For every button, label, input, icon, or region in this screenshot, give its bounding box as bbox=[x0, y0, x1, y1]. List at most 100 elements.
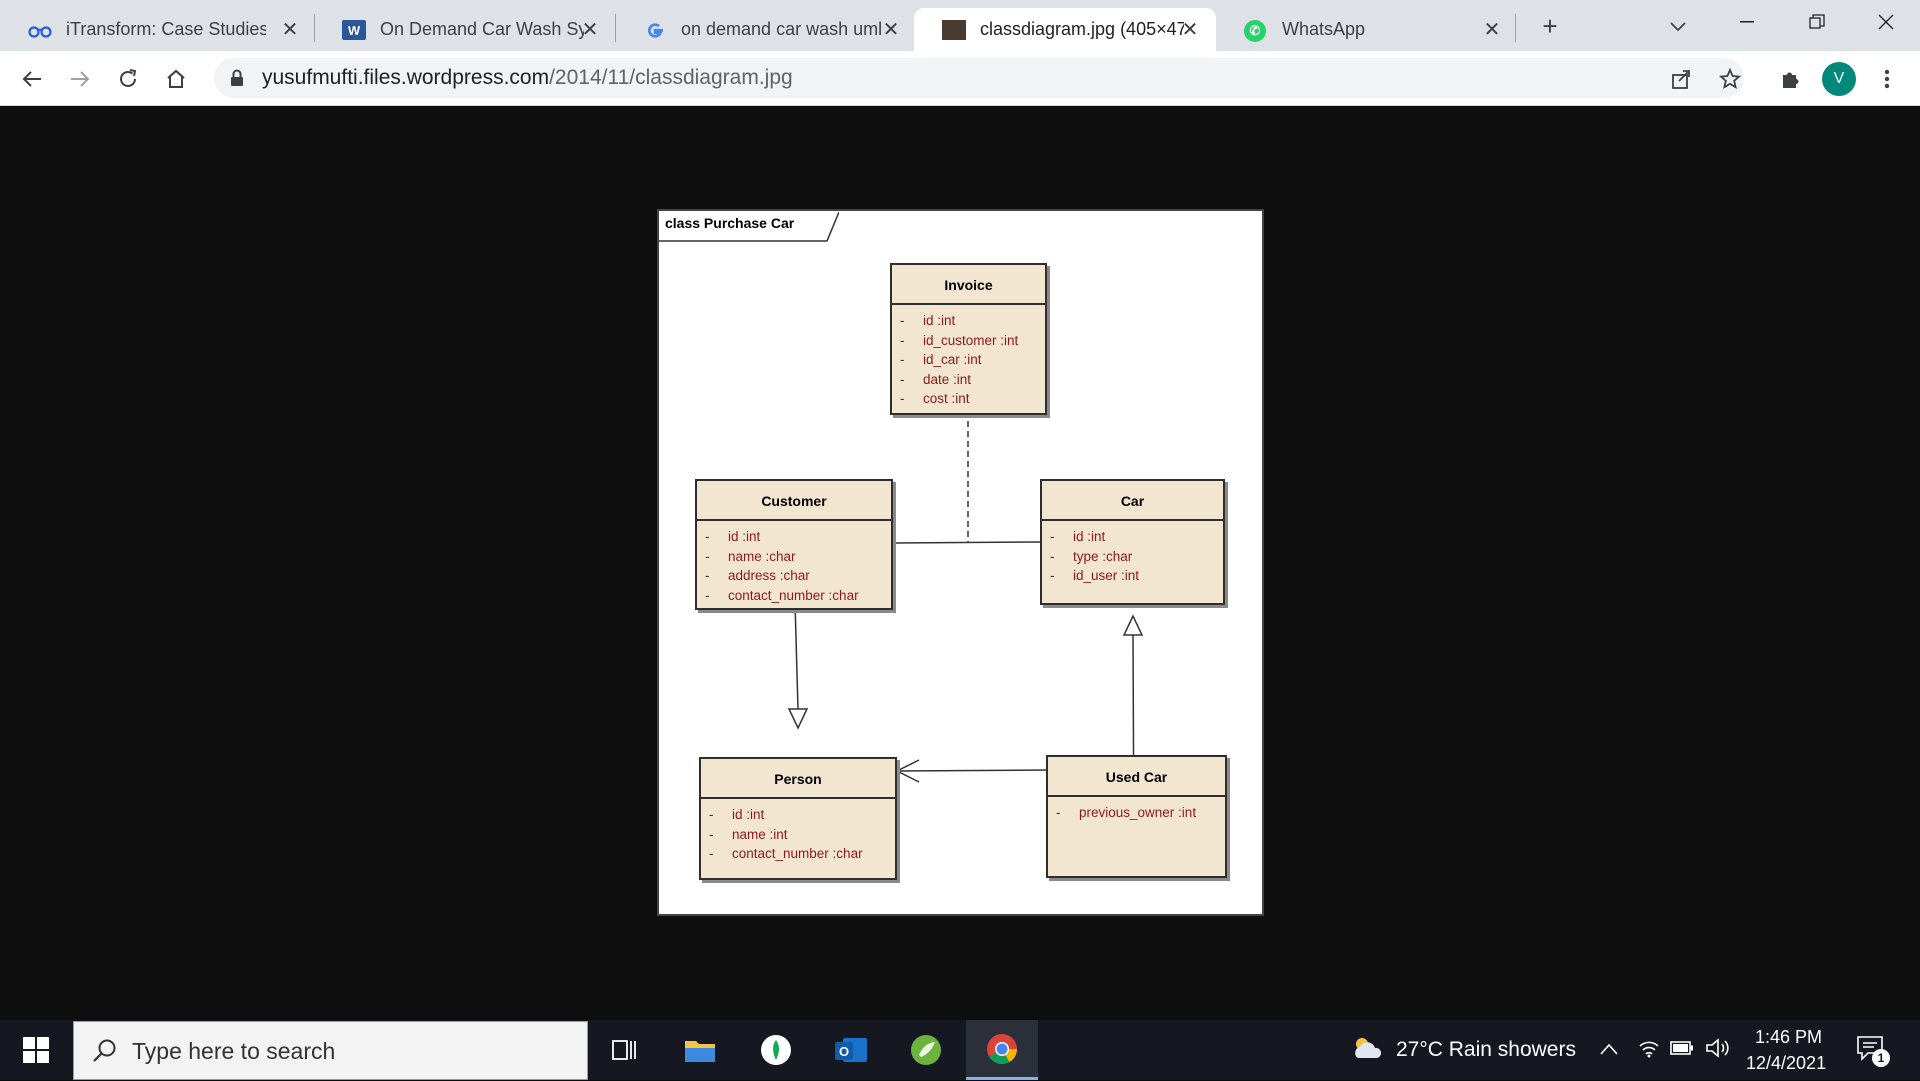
class-attribute: id :int bbox=[697, 527, 891, 547]
file-explorer-icon[interactable] bbox=[664, 1020, 736, 1080]
volume-icon[interactable] bbox=[1705, 1038, 1731, 1063]
tab-title: On Demand Car Wash Sys bbox=[380, 19, 584, 39]
class-diagram-image[interactable]: class Purchase Car Invoice id :int id_cu… bbox=[657, 209, 1264, 916]
restore-button[interactable] bbox=[1785, 0, 1849, 44]
chrome-menu-icon[interactable] bbox=[1868, 60, 1906, 98]
weather-cloud-icon[interactable] bbox=[1350, 1034, 1384, 1069]
class-attribute: contact_number :char bbox=[701, 844, 895, 864]
search-placeholder: Type here to search bbox=[132, 1038, 336, 1064]
class-attribute: id_user :int bbox=[1042, 566, 1223, 586]
tab-separator bbox=[314, 14, 315, 42]
lock-icon[interactable] bbox=[230, 69, 244, 92]
generalization-arrowhead bbox=[1122, 614, 1144, 636]
class-name: Car bbox=[1042, 481, 1223, 521]
start-button[interactable] bbox=[0, 1020, 72, 1080]
svg-text:O: O bbox=[839, 1044, 849, 1059]
close-tab-icon[interactable]: ✕ bbox=[281, 19, 299, 41]
chrome-taskbar-icon[interactable] bbox=[966, 1020, 1038, 1080]
windows-logo-icon bbox=[23, 1037, 49, 1063]
mongodb-compass-icon[interactable] bbox=[740, 1020, 812, 1080]
url-text: yusufmufti.files.wordpress.com/2014/11/c… bbox=[262, 58, 793, 98]
class-attribute: previous_owner :int bbox=[1048, 803, 1225, 823]
class-name: Person bbox=[701, 759, 895, 799]
class-attribute: address :char bbox=[697, 566, 891, 586]
tab-title: WhatsApp bbox=[1282, 19, 1366, 39]
class-attribute: cost :int bbox=[892, 389, 1045, 409]
tab-classdiagram[interactable]: classdiagram.jpg (405×47 ✕ bbox=[914, 8, 1216, 51]
class-invoice: Invoice id :int id_customer :int id_car … bbox=[890, 263, 1047, 415]
search-icon bbox=[92, 1038, 118, 1069]
generalization-arrowhead bbox=[787, 708, 809, 730]
battery-icon[interactable] bbox=[1670, 1040, 1694, 1061]
class-customer: Customer id :int name :char address :cha… bbox=[695, 479, 893, 610]
customer-person-generalization bbox=[794, 601, 799, 710]
windows-taskbar: Type here to search O 27°C Rain showers … bbox=[0, 1020, 1920, 1080]
spring-tool-suite-icon[interactable] bbox=[890, 1020, 962, 1080]
class-attribute: id :int bbox=[1042, 527, 1223, 547]
extensions-puzzle-icon[interactable] bbox=[1771, 60, 1809, 98]
whatsapp-icon: ✆ bbox=[1244, 20, 1266, 42]
class-attribute: name :int bbox=[701, 825, 895, 845]
class-attribute: date :int bbox=[892, 370, 1045, 390]
url-path: /2014/11/classdiagram.jpg bbox=[549, 66, 793, 89]
show-hidden-icons-chevron-icon[interactable] bbox=[1600, 1042, 1618, 1060]
tab-title: iTransform: Case Studies | bbox=[66, 19, 266, 39]
class-attribute: type :char bbox=[1042, 547, 1223, 567]
profile-avatar[interactable]: V bbox=[1822, 62, 1856, 96]
back-button[interactable] bbox=[13, 60, 51, 98]
class-attribute: id :int bbox=[892, 311, 1045, 331]
class-person: Person id :int name :int contact_number … bbox=[699, 757, 897, 880]
frame-tab-outline bbox=[659, 211, 839, 242]
notification-center-icon[interactable] bbox=[1856, 1034, 1886, 1069]
tab-title: on demand car wash uml bbox=[681, 19, 881, 39]
class-used-car: Used Car previous_owner :int bbox=[1046, 755, 1227, 878]
bookmark-star-icon[interactable] bbox=[1711, 60, 1749, 98]
word-icon: W bbox=[342, 20, 366, 40]
tab-search-button[interactable] bbox=[1658, 8, 1698, 44]
clock-date[interactable]: 12/4/2021 bbox=[1746, 1053, 1827, 1073]
notification-count-badge: 1 bbox=[1872, 1049, 1890, 1067]
taskbar-search-box[interactable]: Type here to search bbox=[73, 1021, 588, 1080]
class-name: Customer bbox=[697, 481, 891, 521]
usedcar-person-association bbox=[896, 769, 1047, 772]
home-button[interactable] bbox=[157, 60, 195, 98]
browser-toolbar: yusufmufti.files.wordpress.com/2014/11/c… bbox=[0, 51, 1920, 106]
new-tab-button[interactable]: + bbox=[1542, 11, 1558, 41]
tab-separator bbox=[1515, 14, 1516, 42]
class-attribute: name :char bbox=[697, 547, 891, 567]
tab-word-document[interactable]: W On Demand Car Wash Sys ✕ bbox=[314, 8, 614, 51]
class-attribute: id :int bbox=[701, 805, 895, 825]
address-bar[interactable]: yusufmufti.files.wordpress.com/2014/11/c… bbox=[214, 58, 1744, 98]
class-car: Car id :int type :char id_user :int bbox=[1040, 479, 1225, 605]
tab-strip: iTransform: Case Studies | ✕ W On Demand… bbox=[0, 0, 1920, 51]
close-window-button[interactable] bbox=[1854, 0, 1918, 44]
outlook-icon[interactable]: O bbox=[815, 1020, 887, 1080]
url-domain: yusufmufti.files.wordpress.com bbox=[262, 66, 550, 89]
close-tab-icon[interactable]: ✕ bbox=[1181, 19, 1199, 41]
wifi-icon[interactable] bbox=[1638, 1038, 1660, 1063]
class-attribute: contact_number :char bbox=[697, 586, 891, 606]
class-attribute: id_car :int bbox=[892, 350, 1045, 370]
tab-google-search[interactable]: on demand car wash uml ✕ bbox=[615, 8, 913, 51]
reload-button[interactable] bbox=[109, 60, 147, 98]
close-tab-icon[interactable]: ✕ bbox=[1483, 19, 1501, 41]
class-name: Invoice bbox=[892, 265, 1045, 305]
image-thumb-icon bbox=[942, 20, 966, 40]
google-icon bbox=[643, 20, 667, 40]
task-view-icon[interactable] bbox=[588, 1020, 660, 1080]
forward-button[interactable] bbox=[61, 60, 99, 98]
share-icon[interactable] bbox=[1662, 60, 1700, 98]
close-tab-icon[interactable]: ✕ bbox=[882, 19, 900, 41]
tab-separator bbox=[615, 14, 616, 42]
clock-time[interactable]: 1:46 PM bbox=[1755, 1027, 1823, 1047]
tab-itransform[interactable]: iTransform: Case Studies | ✕ bbox=[0, 8, 312, 51]
class-name: Used Car bbox=[1048, 757, 1225, 797]
frame-label: class Purchase Car bbox=[665, 215, 795, 231]
class-attribute: id_customer :int bbox=[892, 331, 1045, 351]
weather-text[interactable]: 27°C Rain showers bbox=[1396, 1038, 1576, 1061]
tab-whatsapp[interactable]: ✆ WhatsApp ✕ bbox=[1216, 8, 1516, 51]
minimize-button[interactable] bbox=[1715, 0, 1779, 44]
tab-title: classdiagram.jpg (405×47 bbox=[980, 19, 1184, 39]
itransform-icon bbox=[28, 20, 52, 40]
close-tab-icon[interactable]: ✕ bbox=[581, 19, 599, 41]
